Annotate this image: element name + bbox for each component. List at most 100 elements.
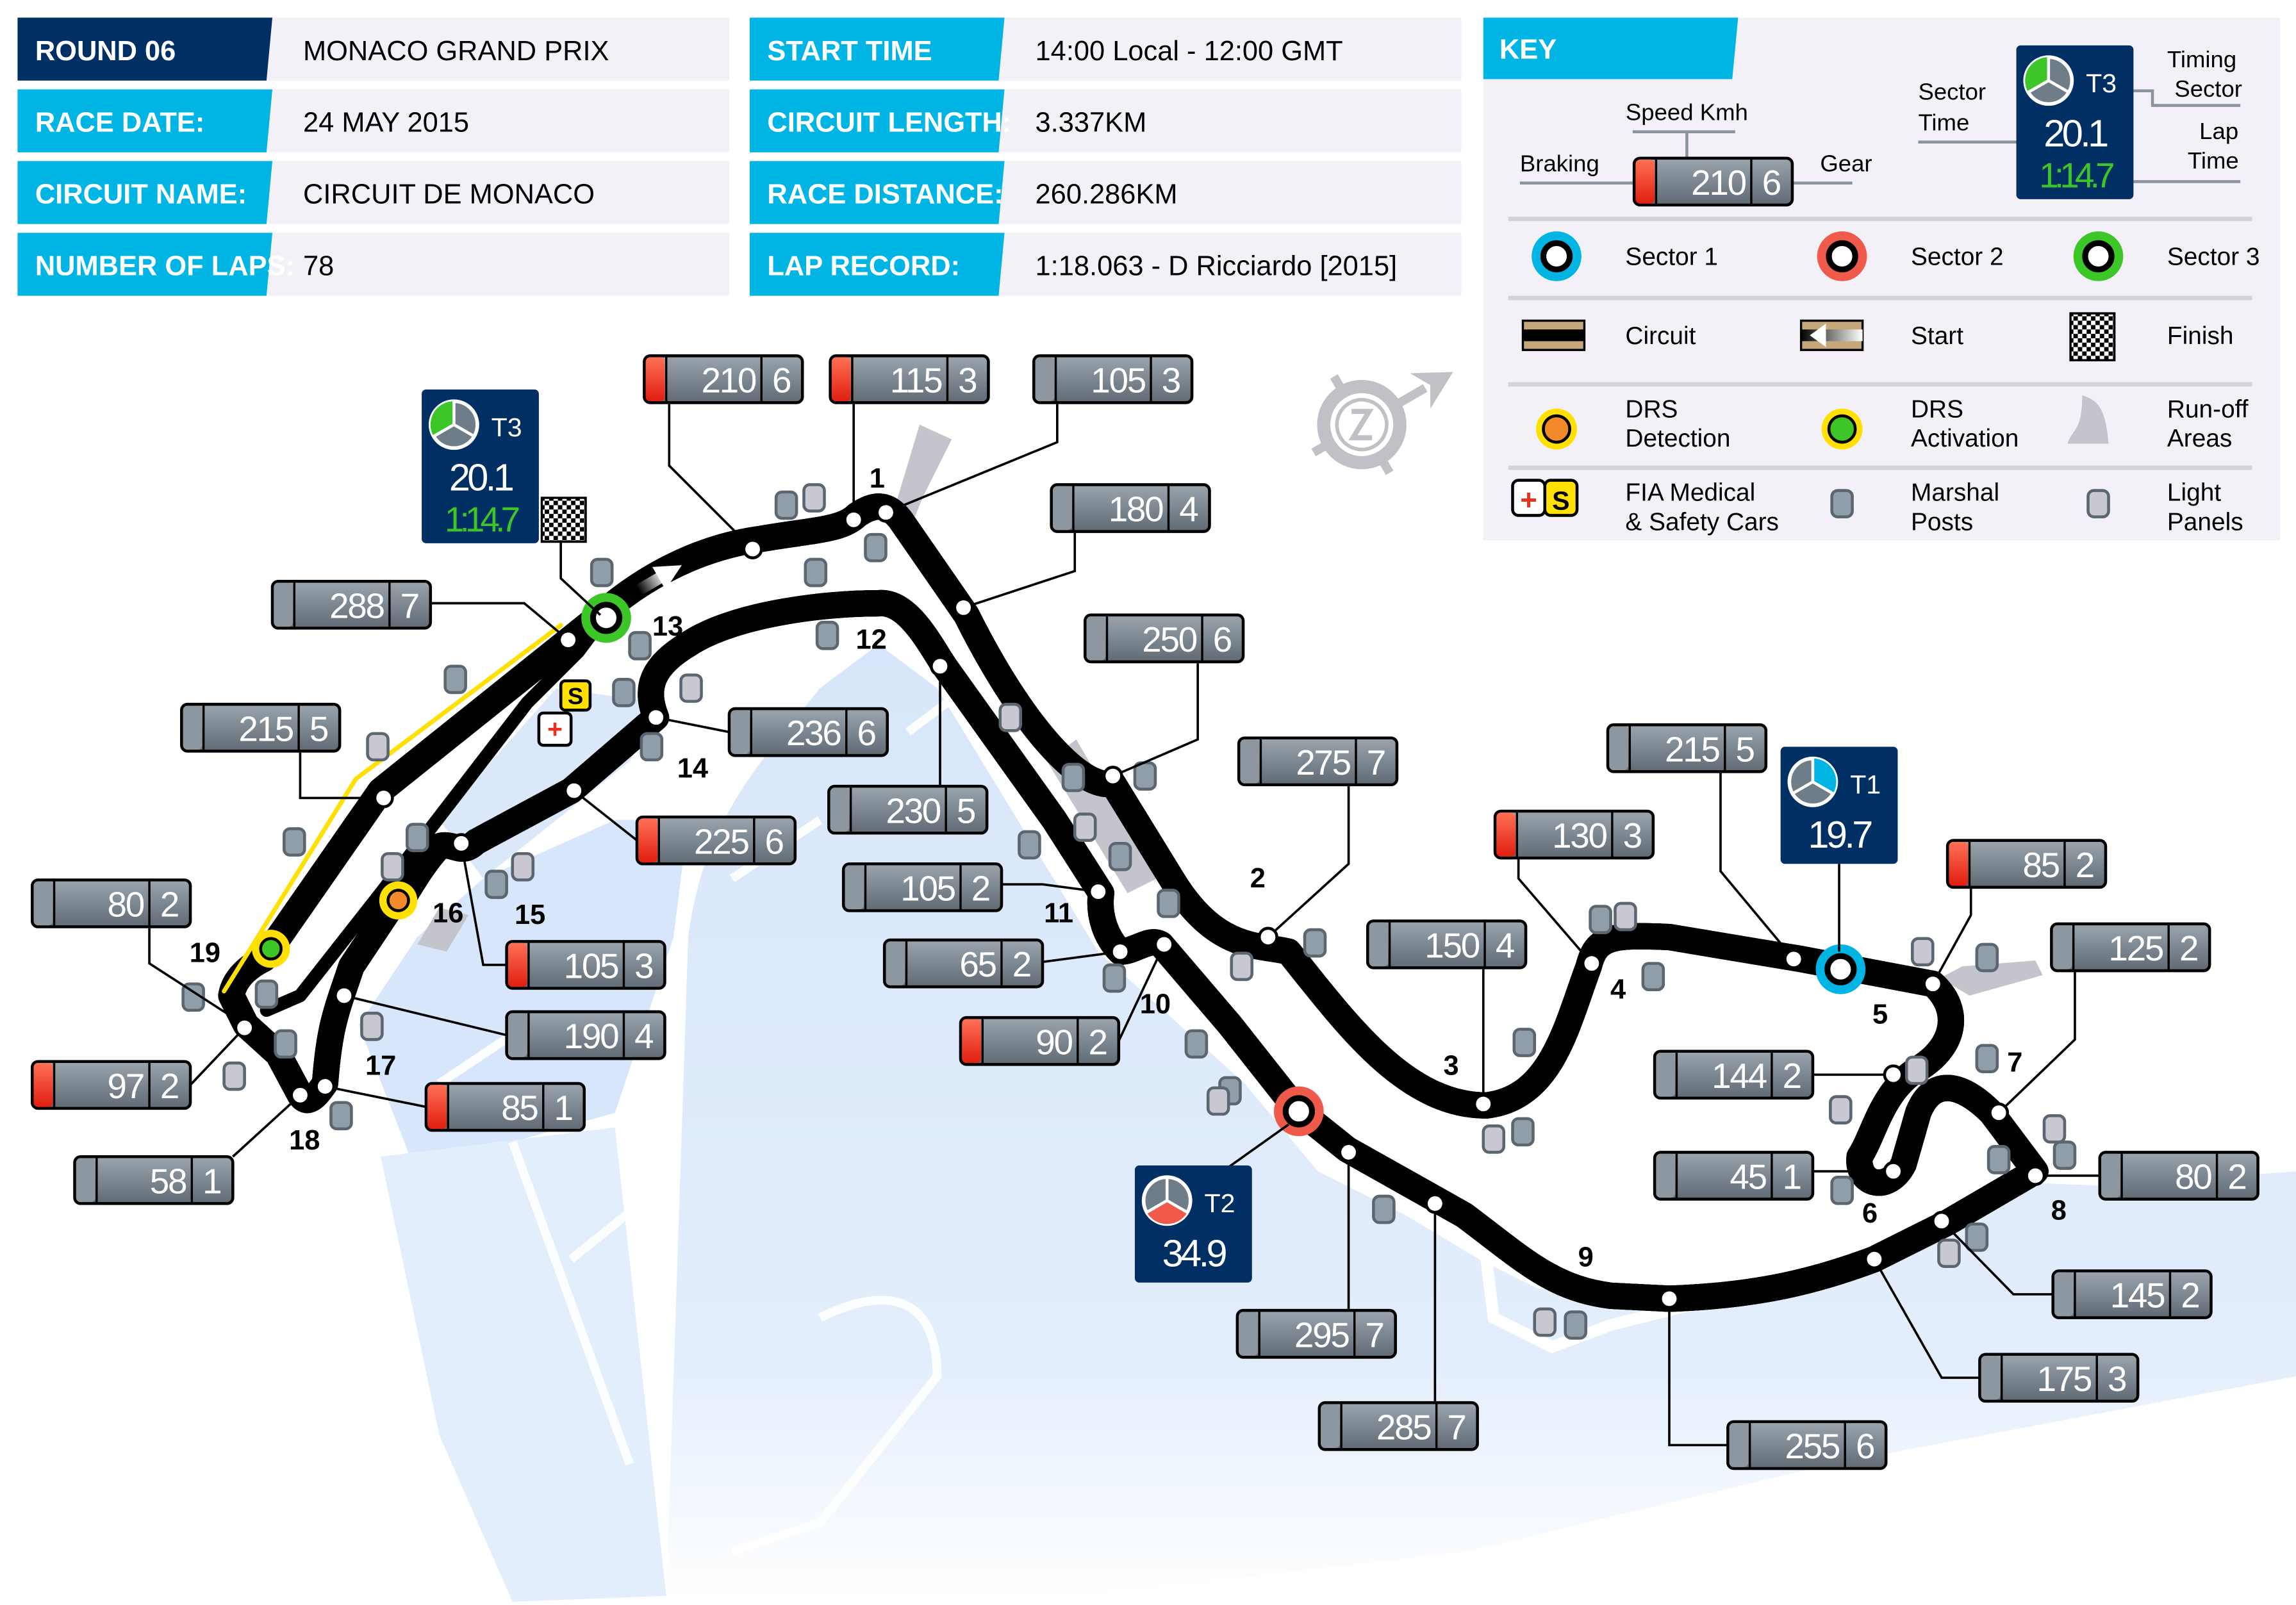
key-sample-readout: 210 6 — [1632, 156, 1794, 207]
key-item: Circuit — [1521, 319, 1696, 351]
measurement-point — [234, 1017, 255, 1039]
marshal-post-icon — [405, 823, 429, 852]
no-braking-indicator — [886, 941, 905, 985]
speed-value: 58 — [150, 1161, 186, 1201]
leader-line — [1873, 1258, 1980, 1379]
speed-value: 255 — [1785, 1426, 1839, 1466]
braking-indicator — [427, 1085, 447, 1129]
speed-value: 80 — [108, 885, 144, 925]
gear-value: 6 — [1762, 163, 1782, 202]
turn-number: 1 — [870, 463, 885, 494]
leader-line — [343, 994, 508, 1037]
runoff-area-icon — [2067, 395, 2109, 444]
leader-line — [1668, 1298, 1728, 1447]
measurement-point — [315, 1076, 336, 1097]
no-braking-indicator — [1052, 486, 1072, 531]
speed-gear-readout: 58 1 — [73, 1155, 235, 1205]
light-panel-icon — [1614, 901, 1637, 932]
braking-indicator — [1496, 812, 1516, 857]
light-panel-icon — [1911, 937, 1935, 967]
leader-line — [1940, 1220, 2053, 1296]
key-item-label: Posts — [1911, 508, 1973, 536]
marshal-post-icon — [628, 630, 652, 661]
gear-value: 1 — [202, 1161, 222, 1201]
info-label: CIRCUIT LENGTH: — [767, 108, 1011, 138]
measurement-point — [1338, 1142, 1359, 1163]
marshal-post-icon — [774, 490, 798, 520]
measurement-point — [1473, 1094, 1494, 1115]
turn-number: 6 — [1862, 1198, 1878, 1229]
leader-line — [430, 602, 569, 641]
turn-number: 11 — [1044, 898, 1073, 929]
light-panel-icon — [1904, 1055, 1929, 1085]
marshal-post-icon — [1184, 1029, 1209, 1059]
measurement-point — [2025, 1165, 2046, 1186]
speed-value: 250 — [1142, 620, 1196, 659]
no-braking-indicator — [1239, 1312, 1258, 1356]
speed-value: 130 — [1552, 816, 1606, 855]
sector-id: T1 — [1850, 770, 1881, 800]
key-speed-label: Speed Kmh — [1626, 99, 1748, 125]
info-value: CIRCUIT DE MONACO — [303, 179, 595, 210]
marshal-post-icon — [1564, 1310, 1588, 1340]
key-item-label: Run-off — [2167, 395, 2249, 423]
measurement-point — [1988, 1102, 2010, 1123]
key-item-label: Areas — [2167, 425, 2232, 452]
gear-value: 3 — [2108, 1359, 2127, 1399]
info-value: 1:18.063 - D Ricciardo [2015] — [1036, 251, 1398, 282]
light-panel-icon — [2042, 1114, 2067, 1144]
braking-indicator — [831, 357, 851, 402]
braking-indicator — [1635, 160, 1655, 204]
no-braking-indicator — [2101, 1153, 2120, 1198]
key-item-label: Start — [1911, 322, 1963, 350]
svg-text:S: S — [568, 683, 583, 709]
info-value: 78 — [303, 251, 334, 282]
gear-value: 6 — [1856, 1426, 1876, 1466]
key-item-label: Marshal — [1911, 479, 1999, 507]
drs-activation-marker — [252, 930, 290, 968]
sector-3-icon — [2073, 231, 2124, 281]
gear-value: 5 — [1736, 729, 1756, 769]
measurement-point — [1153, 934, 1175, 955]
key-lap-time-label-2: Time — [2188, 147, 2239, 174]
gear-value: 7 — [1365, 1315, 1385, 1354]
speed-gear-readout: 255 6 — [1726, 1420, 1888, 1470]
key-timing-sector-label-2: Sector — [2174, 76, 2242, 102]
info-value: 260.286KM — [1036, 179, 1178, 210]
light-panel-icon — [222, 1061, 246, 1091]
light-panel-icon — [1829, 1095, 1853, 1125]
no-braking-indicator — [845, 865, 864, 910]
speed-value: 97 — [108, 1066, 144, 1106]
speed-value: 210 — [1691, 163, 1746, 202]
speed-value: 45 — [1730, 1157, 1766, 1197]
callout-leader-lines — [148, 404, 2100, 1447]
speed-value: 210 — [701, 360, 756, 400]
key-item: Sector 3 — [2073, 231, 2260, 281]
key-item-label: Circuit — [1625, 322, 1696, 350]
gear-value: 3 — [958, 360, 978, 400]
sector-1-marker — [1815, 944, 1866, 994]
marshal-post-icon — [1133, 761, 1157, 791]
key-timing-sector-label-1: Timing — [2167, 46, 2236, 72]
info-label: NUMBER OF LAPS: — [35, 251, 295, 282]
info-value: 3.337KM — [1036, 108, 1147, 138]
braking-indicator — [33, 1063, 53, 1107]
marshal-post-icon — [1975, 942, 1999, 973]
key-item-label: Panels — [2167, 508, 2243, 536]
braking-indicator — [645, 357, 665, 402]
marshal-post-icon — [815, 620, 839, 650]
